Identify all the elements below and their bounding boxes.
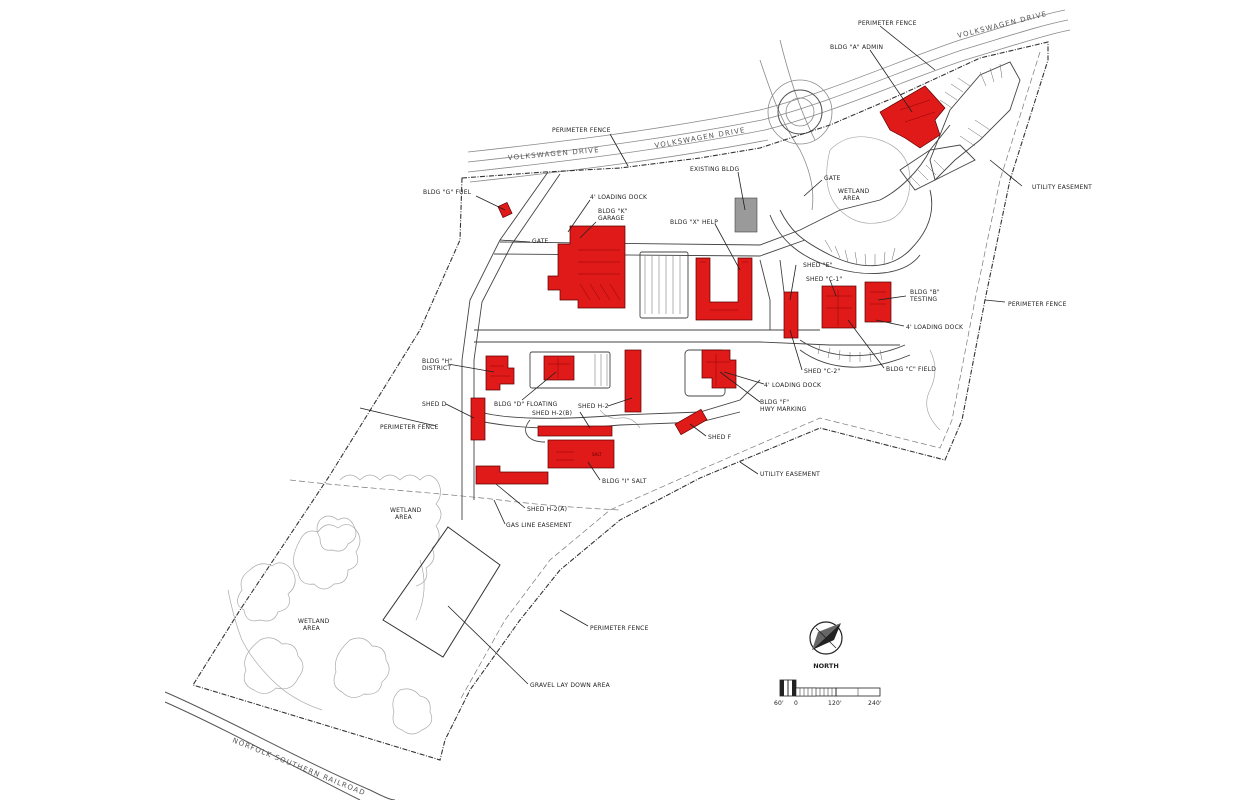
shed-h-2b (537, 425, 613, 437)
building-a-admin (879, 85, 946, 149)
label-perimeter-fence-south: PERIMETER FENCE (590, 625, 649, 632)
label-shed-c2: SHED "C-2" (804, 368, 840, 375)
label-bldg-f-1: BLDG "F" (760, 399, 789, 406)
label-bldg-i: BLDG "I" SALT (602, 478, 647, 485)
label-shed-h2a: SHED H-2(A) (527, 506, 567, 513)
label-perimeter-fence-west: PERIMETER FENCE (380, 424, 439, 431)
existing-building (734, 197, 758, 233)
shed-h-2 (624, 349, 642, 413)
scale-tick-120: 120' (828, 700, 842, 707)
shed-e (783, 291, 799, 339)
label-perimeter-fence-top: PERIMETER FENCE (858, 20, 917, 27)
label-bldg-a: BLDG "A" ADMIN (830, 44, 883, 51)
label-existing-bldg: EXISTING BLDG (690, 166, 739, 173)
label-bldg-x: BLDG "X" HELP (670, 219, 718, 226)
label-loading-dock-k: 4' LOADING DOCK (590, 194, 648, 201)
label-utility-easement-east: UTILITY EASEMENT (1032, 184, 1092, 191)
north-arrow-label: NORTH (813, 662, 839, 670)
map-labels: PERIMETER FENCE BLDG "A" ADMIN PERIMETER… (298, 20, 1092, 689)
building-d-floating (543, 355, 575, 381)
label-wetland-north-2: AREA (843, 195, 861, 202)
label-shed-c1: SHED "C-1" (806, 276, 842, 283)
gas-line-easement-line (289, 479, 621, 511)
label-bldg-d: BLDG "D" FLOATING (494, 401, 558, 408)
road-label-volkswagen-upper: VOLKSWAGEN DRIVE (957, 10, 1049, 40)
label-perimeter-fence-east: PERIMETER FENCE (1008, 301, 1067, 308)
perimeter-fence-line (192, 41, 1049, 761)
label-bldg-g: BLDG "G" FUEL (423, 189, 472, 196)
road-label-railroad: NORFOLK SOUTHERN RAILROAD (231, 736, 367, 797)
label-bldg-k-2: GARAGE (598, 215, 624, 222)
building-c-field (821, 285, 857, 329)
scale-tick-60: 60' (774, 700, 784, 707)
north-arrow-icon: NORTH (809, 621, 843, 670)
label-wetland-north-1: WETLAND (838, 188, 870, 195)
label-bldg-b-2: TESTING (909, 296, 937, 303)
utility-easement-line (459, 51, 1041, 701)
shed-h-2a (475, 465, 549, 485)
label-bldg-c: BLDG "C" FIELD (886, 366, 936, 373)
label-perimeter-fence-north: PERIMETER FENCE (552, 127, 611, 134)
label-shed-h2b: SHED H-2(B) (532, 410, 572, 417)
label-gate-north: GATE (824, 175, 841, 182)
label-wetland-west-1: WETLAND (390, 507, 422, 514)
building-i-salt (547, 439, 615, 469)
scale-tick-0: 0 (794, 700, 798, 707)
railroad (164, 691, 396, 800)
shed-d (470, 397, 486, 441)
label-bldg-h-2: DISTRICT (422, 365, 451, 372)
building-h-district (485, 355, 515, 391)
building-x-help (695, 257, 753, 321)
label-wetland-sw-2: AREA (303, 625, 321, 632)
label-bldg-h-1: BLDG "H" (422, 358, 452, 365)
building-b-testing (864, 281, 892, 323)
road-label-volkswagen-lower: VOLKSWAGEN DRIVE (507, 146, 600, 162)
label-utility-easement-south: UTILITY EASEMENT (760, 471, 820, 478)
label-shed-h2: SHED H-2 (578, 403, 609, 410)
label-shed-e: SHED "E" (803, 262, 833, 269)
volkswagen-drive (467, 9, 1071, 211)
label-wetland-sw-1: WETLAND (298, 618, 330, 625)
gravel-laydown-area (382, 526, 501, 658)
label-gate-west: GATE (532, 238, 549, 245)
parking-stripes (594, 63, 1003, 386)
scale-tick-240: 240' (868, 700, 882, 707)
label-wetland-west-2: AREA (395, 514, 413, 521)
label-bldg-b-1: BLDG "B" (910, 289, 940, 296)
label-bldg-k-1: BLDG "K" (598, 208, 628, 215)
buildings (470, 85, 946, 485)
building-k-garage (547, 225, 626, 309)
site-roads (461, 124, 951, 520)
leader-lines (359, 25, 1023, 685)
salt-building-text: SALT (592, 452, 602, 457)
label-loading-dock-b: 4' LOADING DOCK (906, 324, 964, 331)
label-gas-line: GAS LINE EASEMENT (506, 522, 572, 529)
building-details (490, 99, 936, 461)
label-bldg-f-2: HWY MARKING (760, 406, 807, 413)
roundabout (767, 79, 833, 145)
label-loading-dock-f: 4' LOADING DOCK (764, 382, 822, 389)
building-f-hwy-marking (701, 349, 737, 389)
label-shed-f: SHED F (708, 434, 732, 441)
parking-areas (529, 61, 1021, 397)
label-shed-d: SHED D (422, 401, 447, 408)
label-gravel: GRAVEL LAY DOWN AREA (530, 682, 611, 689)
scale-bar: 60' 0 120' 240' (774, 679, 882, 707)
